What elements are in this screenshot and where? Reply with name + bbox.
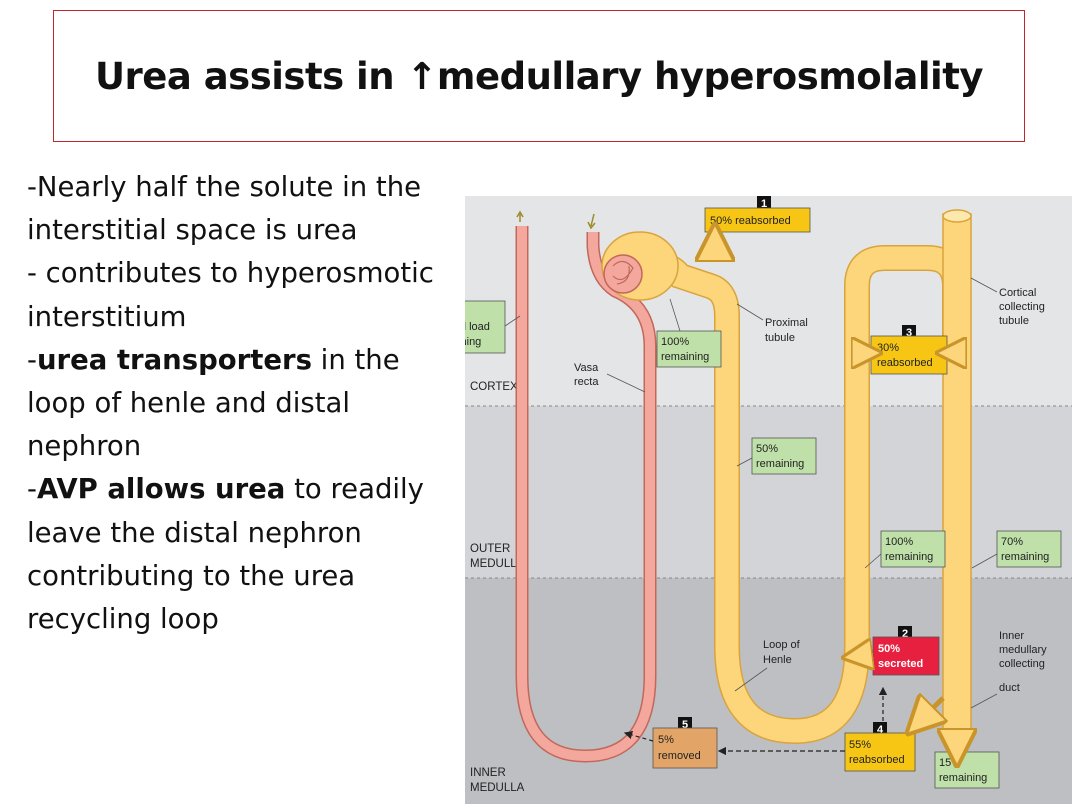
zone-label-cortex: CORTEX <box>470 381 518 393</box>
box-prox-100-remaining: 100%remaining <box>657 331 721 367</box>
bullet-text: - <box>27 473 37 505</box>
bullet-item: -Nearly half the solute in the interstit… <box>27 166 447 252</box>
bullet-text: - contributes to hyperosmotic interstiti… <box>27 257 434 332</box>
svg-text:50% reabsorbed: 50% reabsorbed <box>710 215 791 227</box>
glomerulus <box>604 255 642 293</box>
box-ccd-70-remaining: 70%remaining <box>997 531 1061 567</box>
slide-title: Urea assists in ↑medullary hyperosmolali… <box>95 55 983 98</box>
bullet-bold-text: AVP allows urea <box>37 473 285 505</box>
secretion-arrow-icon <box>857 654 873 656</box>
bullet-list: -Nearly half the solute in the interstit… <box>27 166 447 641</box>
bullet-text: -Nearly half the solute in the interstit… <box>27 171 421 246</box>
bullet-bold-text: urea transporters <box>37 344 312 376</box>
title-box: Urea assists in ↑medullary hyperosmolali… <box>53 10 1025 142</box>
bullet-item: -AVP allows urea to readily leave the di… <box>27 468 447 641</box>
bullet-item: -urea transporters in the loop of henle … <box>27 339 447 469</box>
box-filtered-load: 5% offiltered loadremaining <box>465 301 505 353</box>
bullet-text: - <box>27 344 37 376</box>
box-prox-50-remaining: 50%remaining <box>752 438 816 474</box>
box-imcd-15-remaining: 15%remaining <box>935 752 999 788</box>
outer-medulla-zone <box>465 406 1072 578</box>
bullet-item: - contributes to hyperosmotic interstiti… <box>27 252 447 338</box>
box-thin-100-remaining: 100%remaining <box>881 531 945 567</box>
